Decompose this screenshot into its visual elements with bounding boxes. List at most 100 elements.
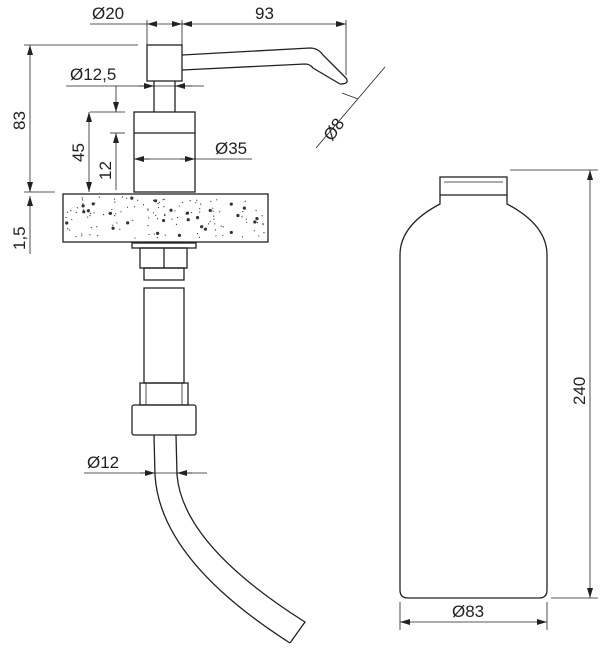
countertop-speckle [155,214,157,217]
countertop-speckle [208,208,212,213]
dim-bottle-height: 240 [570,377,589,405]
dim-body-diameter: Ø35 [215,139,247,158]
countertop-speckle [214,229,216,231]
countertop-speckle [125,197,128,199]
hose [153,434,306,644]
dim-body-height: 45 [69,143,88,162]
countertop-speckle [199,211,201,213]
countertop-speckle [236,213,240,218]
countertop-speckle [93,212,95,214]
countertop-speckle [65,216,67,219]
countertop-speckle [199,208,201,210]
countertop-speckle [222,226,224,228]
bottle-cap [439,176,508,196]
countertop-speckle [98,196,100,198]
dim-stem-diameter: Ø12,5 [70,65,116,84]
countertop-speckle [262,223,264,225]
countertop-speckle [81,204,85,208]
countertop-speckle [114,201,116,203]
countertop-speckle [229,230,233,235]
countertop-speckle [253,230,255,232]
countertop-speckle [153,199,155,201]
countertop-speckle [220,225,222,227]
dim-bottle-diameter: Ø83 [452,602,484,621]
countertop-speckle [134,206,136,208]
countertop-speckle [111,226,115,230]
countertop-speckle [108,211,113,215]
countertop-speckle [230,203,232,206]
countertop-speckle [152,212,155,214]
countertop-speckle [134,237,136,239]
countertop-speckle [219,211,221,213]
countertop-speckle [111,227,113,229]
countertop-speckle [157,202,159,205]
countertop-speckle [126,206,129,208]
countertop-speckle [203,227,208,231]
countertop-speckle [153,233,155,235]
countertop-speckle [147,224,149,227]
dim-ring-height: 12 [96,161,115,180]
countertop-speckle [67,228,69,230]
countertop-speckle [156,218,159,220]
countertop-speckle [212,215,215,217]
countertop-speckle [198,236,201,238]
countertop-speckle [213,218,215,220]
dim-hose-diameter: Ø12 [87,453,119,472]
refill-bottle [399,176,548,599]
countertop-speckle [212,207,214,209]
countertop-speckle [89,234,91,236]
countertop-speckle [162,199,164,201]
countertop-speckle [156,237,158,239]
countertop-speckle [196,232,199,235]
dim-head-diameter: Ø20 [92,4,124,23]
mounting-shank [131,242,197,436]
countertop-speckle [163,206,165,208]
countertop-speckle [82,203,84,205]
countertop-speckle [263,232,265,234]
countertop-speckle [178,205,180,207]
countertop-speckle [175,223,178,225]
countertop-speckle [76,207,78,209]
countertop-speckle [116,222,118,224]
countertop-speckle [216,199,218,201]
countertop-speckle [132,219,134,221]
countertop-speckle [241,236,244,238]
spout [181,47,347,85]
countertop-speckle [70,209,72,212]
dimension-lines [24,20,598,630]
countertop-speckle [82,209,85,211]
countertop-speckle [75,211,77,214]
countertop-speckle [126,221,130,225]
countertop-speckle [158,201,160,203]
countertop-speckle [245,218,247,220]
countertop-speckle [121,196,124,198]
countertop-speckle [75,235,77,238]
countertop-speckle [115,213,117,215]
countertop-speckle [200,225,204,229]
countertop-speckle [136,199,139,201]
countertop-speckle [177,233,182,237]
countertop-speckle [156,231,160,235]
dispenser-head [133,44,348,193]
countertop-speckle [142,204,145,206]
countertop-speckle [163,198,165,200]
countertop-speckle [154,199,158,203]
countertop-speckle [90,226,92,229]
countertop-speckle [253,220,257,224]
countertop-speckle [242,210,244,213]
countertop-speckle [157,206,160,209]
countertop-speckle [261,215,263,217]
countertop-speckle [169,208,173,212]
countertop-speckle [258,235,260,237]
countertop-speckle [68,229,70,231]
hose-nut [131,404,197,436]
countertop-speckle [214,223,216,225]
countertop-speckle [185,211,190,215]
countertop-speckle [87,216,89,218]
countertop-speckle [195,216,200,220]
countertop-speckle [91,202,95,206]
countertop-speckle [209,221,211,223]
countertop-speckle [148,233,150,236]
countertop-speckle [255,210,257,212]
